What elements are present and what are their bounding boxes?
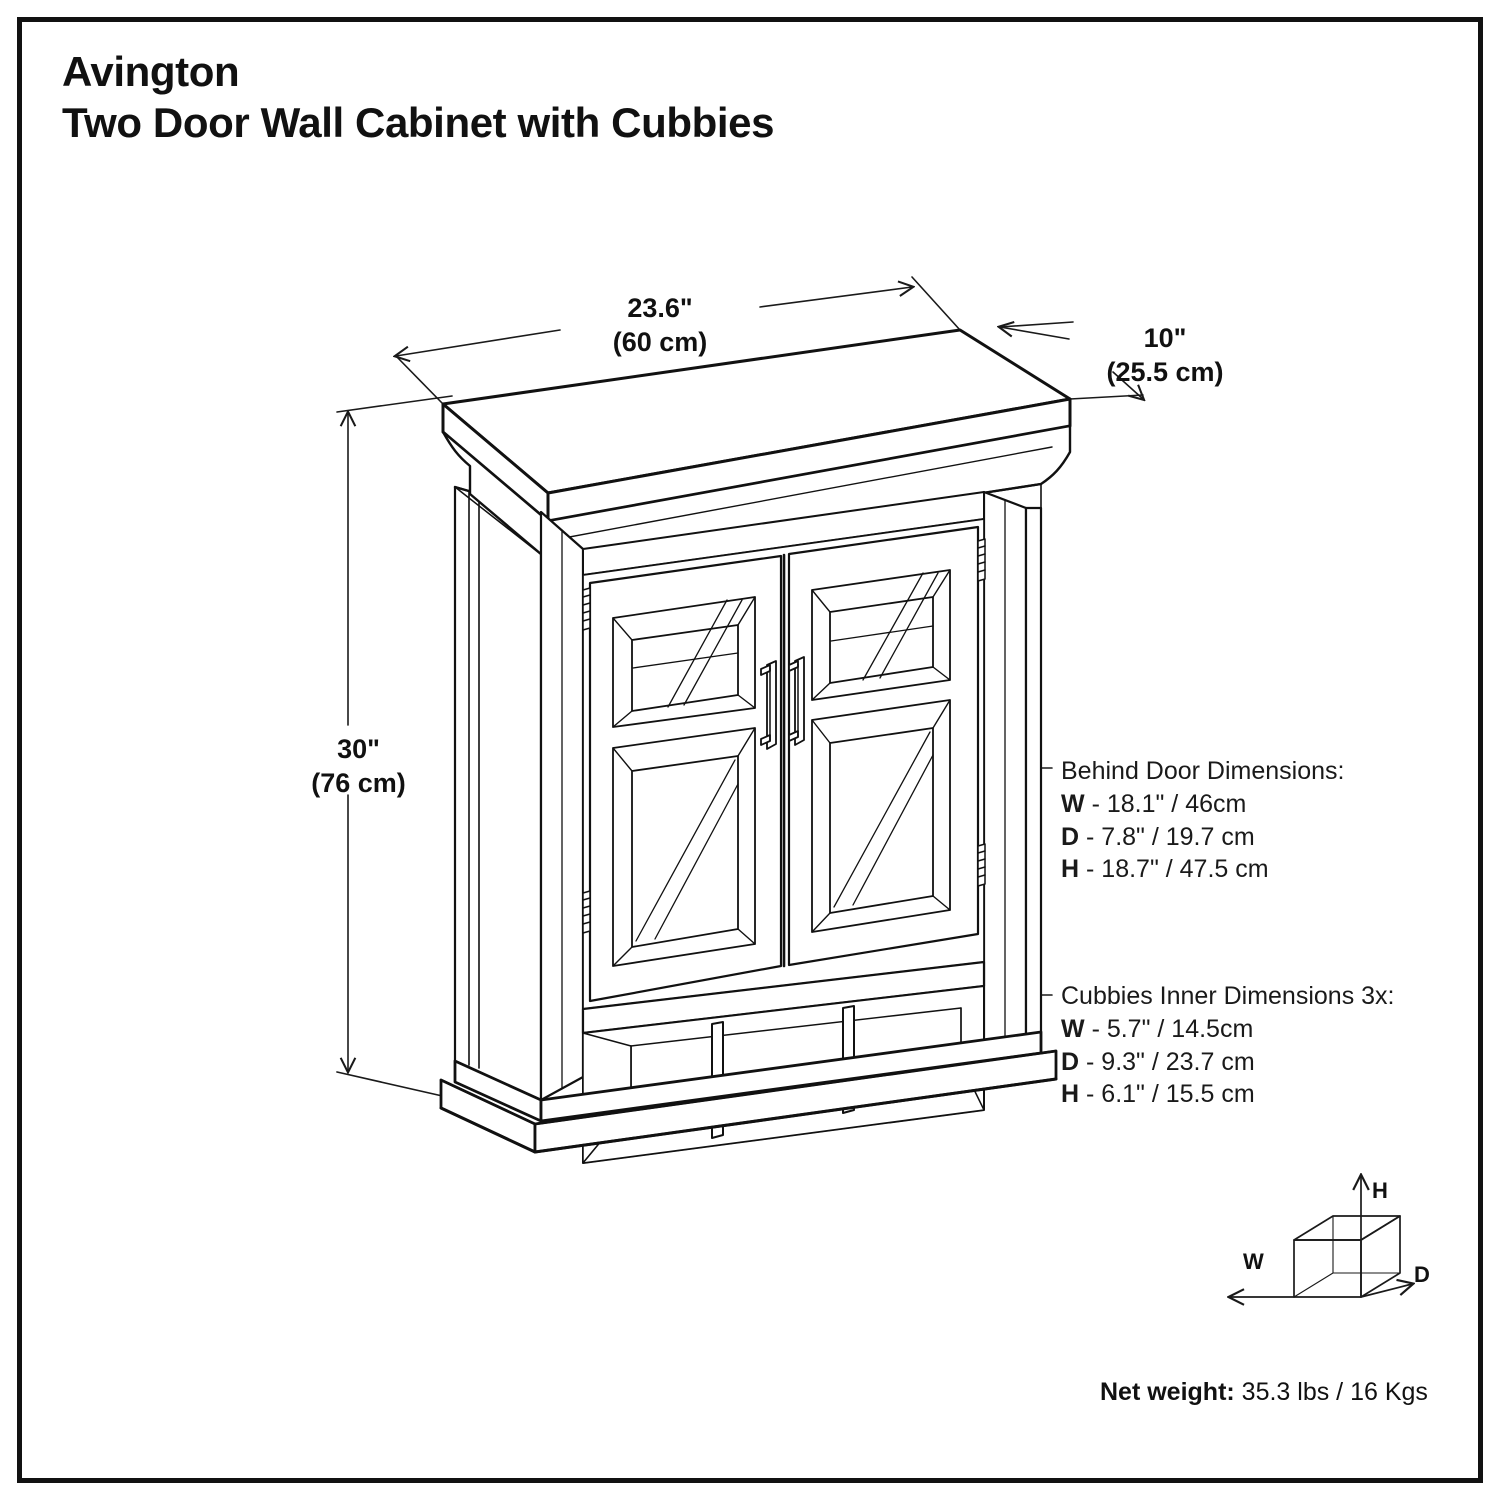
product-title: Two Door Wall Cabinet with Cubbies [62,99,775,147]
legend-cube-top [1293,1215,1401,1241]
door-left-upper-panel [612,596,756,728]
axis-label-width: W [1243,1249,1264,1274]
dimension-width-metric: (60 cm) [612,326,708,357]
callout-behind-door: Behind Door Dimensions: W - 18.1" / 46cm… [1061,755,1344,886]
width-ext-left [395,355,444,405]
callout-behind-door-value-h: - 18.7" / 47.5 cm [1086,855,1269,884]
hinge-right-bottom [977,843,986,887]
dimension-height-label: 30" (76 cm) [281,733,436,801]
legend-cube-hidden [1293,1272,1401,1298]
depth-ext-top [999,321,1074,328]
cabinet-top [441,328,1072,523]
legend-cube-front [1293,1239,1362,1298]
callout-behind-door-key-d: D [1061,822,1080,851]
left-side-panel [453,485,543,1102]
callout-behind-door-row-h: H - 18.7" / 47.5 cm [1061,853,1344,886]
depth-dim-upper [1000,327,1070,340]
brand-title: Avington [62,48,240,95]
callout-cubbies-title: Cubbies Inner Dimensions 3x: [1061,982,1395,1010]
callout-behind-door-value-d: - 7.8" / 19.7 cm [1086,822,1255,851]
hinge-left-top [582,587,591,631]
legend-cube-side [1360,1215,1401,1298]
dimension-depth-metric: (25.5 cm) [1106,356,1224,387]
callout-cubbies-value-d: - 9.3" / 23.7 cm [1086,1047,1255,1076]
callout-behind-door-title: Behind Door Dimensions: [1061,757,1345,785]
door-left [588,554,783,1003]
page-title: Avington Two Door Wall Cabinet with Cubb… [62,46,1062,148]
door-right-handle [788,656,805,746]
callout-cubbies-row-w: W - 5.7" / 14.5cm [1061,1013,1395,1046]
height-ext-bottom [336,1071,461,1101]
right-side-panel [1024,506,1043,1042]
door-hinges [582,538,986,934]
door-right [787,525,980,967]
callout-behind-door-row-d: D - 7.8" / 19.7 cm [1061,821,1344,854]
width-ext-right [911,276,961,331]
callout-cubbies-key-h: H [1061,1080,1080,1109]
height-ext-top [336,395,453,413]
net-weight: Net weight: 35.3 lbs / 16 Kgs [1100,1378,1428,1407]
door-left-handle [760,660,777,750]
callout-behind-door-value-w: - 18.1" / 46cm [1091,789,1247,818]
door-right-lower-panel [811,699,951,933]
door-left-lower-panel [612,727,756,967]
axis-label-depth: D [1414,1262,1430,1287]
net-weight-label: Net weight: [1100,1378,1235,1406]
callout-cubbies-value-h: - 6.1" / 15.5 cm [1086,1080,1255,1109]
hinge-right-top [977,538,986,582]
depth-ext-bottom [1069,394,1144,400]
net-weight-value: 35.3 lbs / 16 Kgs [1241,1378,1428,1406]
cabinet-illustration [439,328,1072,1164]
dimension-width-label: 23.6" (60 cm) [560,292,760,360]
dimension-depth-label: 10" (25.5 cm) [1080,322,1250,390]
hinge-left-bottom [582,890,591,934]
callout-cubbies-key-d: D [1061,1047,1080,1076]
dimension-width-imperial: 23.6" [627,293,693,323]
width-dim-left-seg [396,329,561,356]
depth-dim-lower [1112,371,1143,399]
callout-cubbies-value-w: - 5.7" / 14.5cm [1091,1014,1254,1043]
callout-cubbies: Cubbies Inner Dimensions 3x: W - 5.7" / … [1061,980,1395,1111]
axis-legend [1230,1176,1412,1297]
callout-cubbies-row-d: D - 9.3" / 23.7 cm [1061,1046,1395,1079]
legend-axis-d [1360,1284,1412,1298]
axis-label-height: H [1372,1178,1388,1203]
callout-cubbies-row-h: H - 6.1" / 15.5 cm [1061,1078,1395,1111]
callout-cubbies-key-w: W [1061,1014,1085,1043]
callout-behind-door-row-w: W - 18.1" / 46cm [1061,788,1344,821]
door-right-upper-panel [811,569,951,701]
dimension-lines [336,276,1144,1101]
base-plinth [439,1030,1058,1154]
cabinet-frame [539,490,1028,1102]
width-dim-right-seg [759,287,912,308]
dimension-depth-imperial: 10" [1143,323,1187,353]
callout-behind-door-key-h: H [1061,855,1080,884]
dimension-height-metric: (76 cm) [311,767,406,798]
callout-behind-door-key-w: W [1061,789,1085,818]
dimension-height-imperial: 30" [337,734,380,764]
